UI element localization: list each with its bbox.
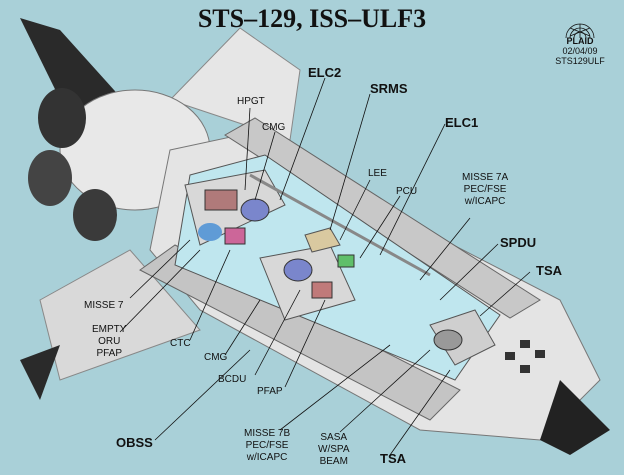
stamp-date: 02/04/09 bbox=[562, 46, 598, 56]
label-cmg-bottom: CMG bbox=[204, 352, 228, 363]
label-pfap: PFAP bbox=[257, 386, 283, 397]
misse7b-line3: w/ICAPC bbox=[246, 452, 288, 463]
plaid-logo bbox=[565, 23, 595, 39]
label-obss: OBSS bbox=[116, 435, 153, 450]
label-cmg-top: CMG bbox=[262, 122, 286, 133]
label-tsa-right: TSA bbox=[536, 263, 562, 278]
nose bbox=[540, 380, 610, 455]
label-pcu: PCU bbox=[396, 186, 418, 197]
main-engine-2 bbox=[28, 150, 72, 206]
sasa-line1: SASA bbox=[320, 432, 348, 443]
airlock bbox=[429, 309, 496, 366]
misse7a-line1: MISSE 7A bbox=[462, 172, 509, 183]
lower-bay-door bbox=[139, 244, 461, 421]
misse7a-line2: PEC/FSE bbox=[463, 184, 507, 195]
label-misse7a: MISSE 7A PEC/FSE w/ICAPC bbox=[462, 172, 508, 208]
elc1-carrier bbox=[259, 244, 356, 321]
label-lee: LEE bbox=[368, 168, 387, 179]
label-misse7b: MISSE 7B PEC/FSE w/ICAPC bbox=[244, 428, 290, 464]
label-spdu: SPDU bbox=[500, 235, 537, 250]
label-srms: SRMS bbox=[370, 81, 408, 96]
diagram-title: STS–129, ISS–ULF3 bbox=[197, 4, 427, 33]
label-elc1: ELC1 bbox=[445, 115, 479, 130]
stamp-id: STS129ULF bbox=[555, 56, 605, 66]
main-engine-3 bbox=[73, 189, 117, 241]
label-ctc: CTC bbox=[170, 338, 191, 349]
plaid-stamp: PLAID 02/04/09 STS129ULF bbox=[548, 12, 612, 66]
empty-line3: PFAP bbox=[96, 348, 123, 359]
stamp-org: PLAID bbox=[566, 36, 594, 46]
misse7b-line1: MISSE 7B bbox=[244, 428, 291, 439]
sasa-line2: W/SPA bbox=[318, 444, 350, 455]
misse7a-line3: w/ICAPC bbox=[464, 196, 506, 207]
label-elc2: ELC2 bbox=[308, 65, 342, 80]
misse7b-line2: PEC/FSE bbox=[245, 440, 289, 451]
label-empty-oru: EMPTY ORU PFAP bbox=[92, 324, 126, 360]
leader-lines bbox=[119, 77, 531, 456]
label-misse7: MISSE 7 bbox=[84, 300, 124, 311]
srms-arm bbox=[249, 173, 431, 277]
empty-line2: ORU bbox=[98, 336, 121, 347]
label-tsa-bottom: TSA bbox=[380, 451, 406, 466]
empty-line1: EMPTY bbox=[92, 324, 127, 335]
main-engine-1 bbox=[38, 88, 86, 148]
label-bcdu: BCDU bbox=[218, 374, 247, 385]
sasa-line3: BEAM bbox=[319, 456, 348, 467]
label-sasa: SASA W/SPA BEAM bbox=[318, 432, 349, 468]
label-hpgt: HPGT bbox=[237, 96, 265, 107]
